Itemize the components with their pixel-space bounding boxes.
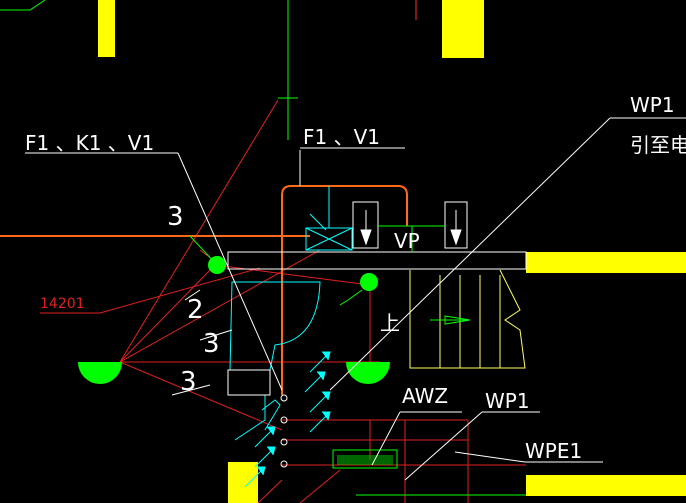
wall-block-bottom-left <box>228 462 258 503</box>
label-f1-k1-v1: F1 、K1 、V1 <box>25 131 154 155</box>
yellow-cabinet <box>409 269 526 369</box>
wall-block-top-left <box>98 0 115 57</box>
label-wp1-top: WP1 <box>630 93 675 117</box>
label-num-3c: 3 <box>180 367 197 397</box>
label-awz: AWZ <box>402 384 448 408</box>
label-vp: VP <box>394 229 420 253</box>
green-dot-center <box>360 273 378 291</box>
wall-block-top-right <box>442 0 484 58</box>
wall-block-mid-right <box>526 252 686 273</box>
valve-box-1 <box>352 201 379 249</box>
lamp-right <box>346 362 390 384</box>
label-f1-v1: F1 、V1 <box>303 125 380 149</box>
label-yin-zhi-dian: 引至电 <box>630 133 686 157</box>
label-wpe1: WPE1 <box>525 439 582 463</box>
valve-box-2 <box>444 201 468 249</box>
label-num-3a: 3 <box>167 202 184 232</box>
junction-circles <box>280 394 288 468</box>
label-num-3b: 3 <box>203 329 220 359</box>
toilet-outline <box>229 281 321 371</box>
label-shang: 上 <box>380 311 400 335</box>
label-code-14201: 14201 <box>40 296 85 312</box>
white-outlines <box>227 201 527 396</box>
label-num-2: 2 <box>187 295 204 325</box>
wall-block-bottom-right <box>526 475 686 496</box>
cyan-arrows <box>244 351 331 488</box>
lamp-left <box>78 362 122 384</box>
cyan-fixtures <box>229 186 353 441</box>
corner-line <box>0 0 46 11</box>
orange-pipe <box>0 185 408 395</box>
label-wp1-bottom: WP1 <box>485 389 530 413</box>
red-wiring <box>40 99 526 503</box>
down-arrows <box>360 210 462 246</box>
guide-lines-top <box>278 0 417 140</box>
wall-blocks <box>98 0 686 503</box>
distribution-box <box>332 449 398 469</box>
leader-lines <box>25 117 686 481</box>
